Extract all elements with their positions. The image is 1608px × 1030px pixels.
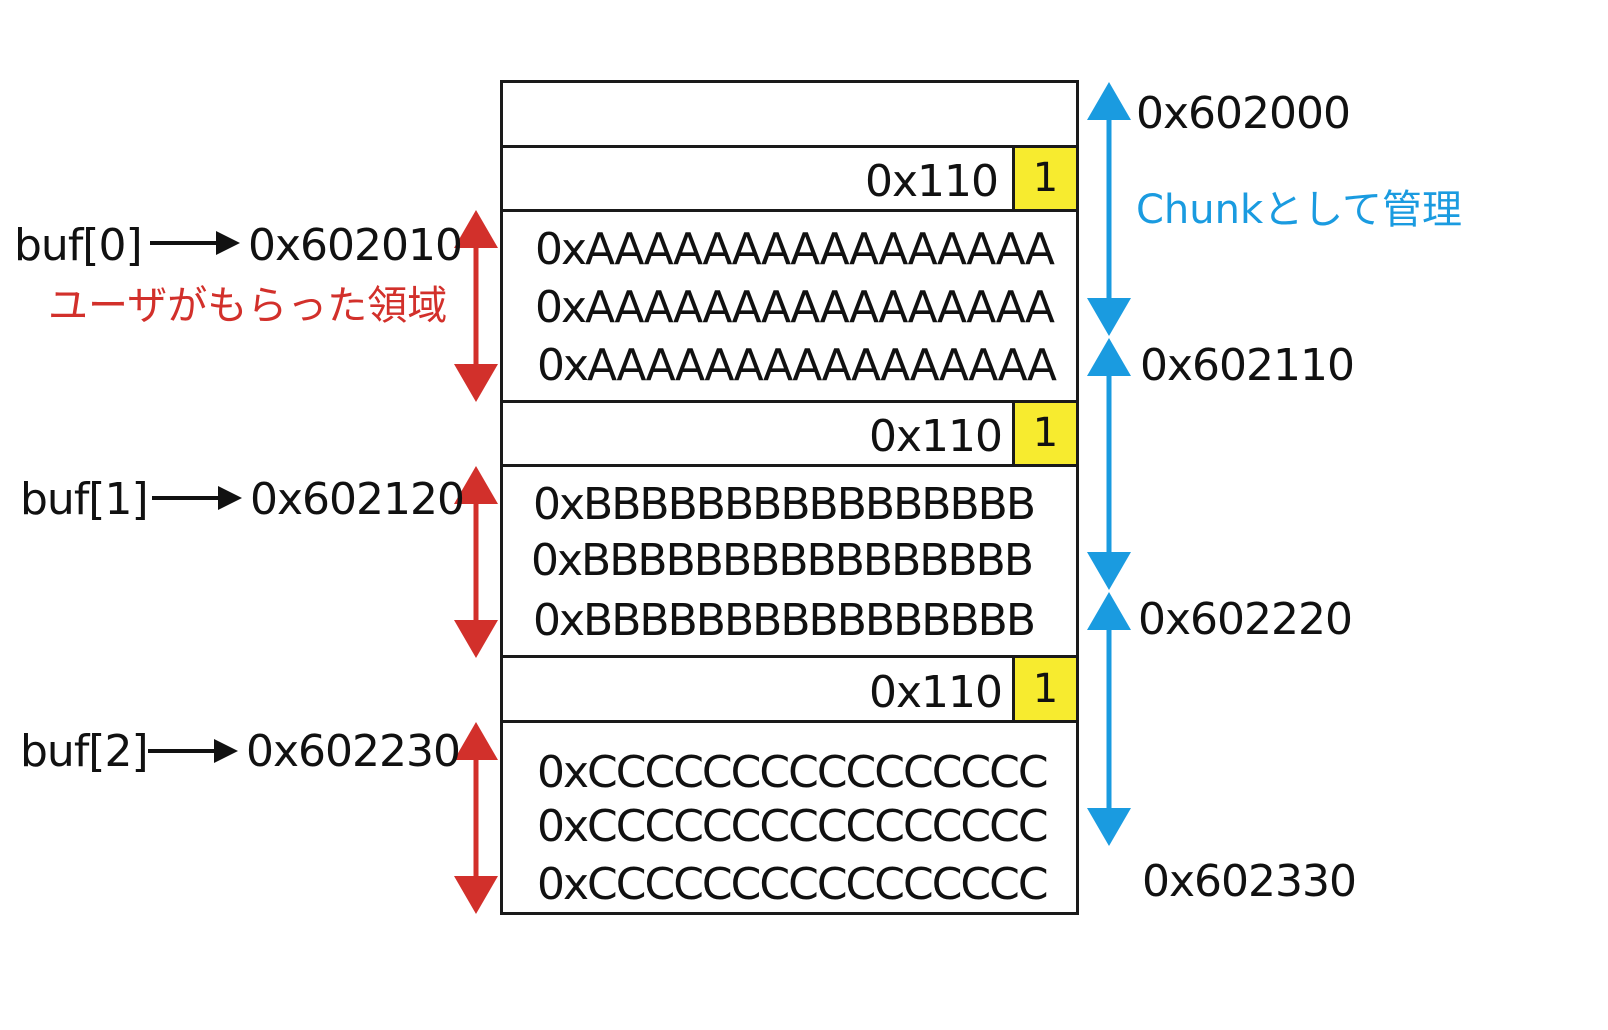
chunk-data-row: 0xAAAAAAAAAAAAAAAA xyxy=(537,340,1057,391)
chunk-data-row: 0xAAAAAAAAAAAAAAAA xyxy=(535,282,1055,333)
user-region-arrow-1 xyxy=(454,466,498,658)
chunk-data-row: 0xBBBBBBBBBBBBBBBB xyxy=(533,595,1036,646)
address-label-chunk3-end: 0x602330 xyxy=(1142,856,1357,907)
pointer-arrow-2 xyxy=(148,739,238,763)
chunk-size-label: 0x110 xyxy=(868,667,1003,718)
user-region-arrow-0 xyxy=(454,210,498,402)
user-region-arrow-2 xyxy=(454,722,498,914)
pointer-arrow-0 xyxy=(150,231,240,255)
chunk-size-label: 0x110 xyxy=(864,156,999,207)
chunk-data-row: 0xCCCCCCCCCCCCCCCC xyxy=(537,801,1049,852)
chunk-size-label: 0x110 xyxy=(868,411,1003,462)
chunk-arrow-2 xyxy=(1087,592,1131,846)
chunk-body-1: 0xBBBBBBBBBBBBBBBB 0xBBBBBBBBBBBBBBBB 0x… xyxy=(500,464,1079,658)
pointer-name: buf[1] xyxy=(20,474,149,525)
chunk-arrow-1 xyxy=(1087,338,1131,590)
pointer-name: buf[2] xyxy=(20,726,149,777)
pointer-name: buf[0] xyxy=(14,220,143,271)
chunk-data-row: 0xAAAAAAAAAAAAAAAA xyxy=(535,224,1055,275)
pointer-address: 0x602120 xyxy=(250,474,465,525)
chunk-body-0: 0xAAAAAAAAAAAAAAAA 0xAAAAAAAAAAAAAAAA 0x… xyxy=(500,209,1079,403)
address-label-chunk2-end: 0x602220 xyxy=(1138,594,1353,645)
chunk-flag: 1 xyxy=(1012,148,1076,209)
heap-top-cell xyxy=(500,80,1079,148)
user-region-label: ユーザがもらった領域 xyxy=(48,283,448,329)
chunk-data-row: 0xBBBBBBBBBBBBBBBB xyxy=(533,479,1036,530)
address-label-chunk1-end: 0x602110 xyxy=(1140,340,1355,391)
chunk-flag: 1 xyxy=(1012,658,1076,720)
chunk-arrow-0 xyxy=(1087,82,1131,336)
chunk-header-1: 0x110 1 xyxy=(500,400,1079,467)
pointer-arrow-1 xyxy=(152,486,242,510)
chunk-data-row: 0xCCCCCCCCCCCCCCCC xyxy=(537,859,1049,910)
chunk-header-2: 0x110 1 xyxy=(500,655,1079,723)
chunk-header-0: 0x110 1 xyxy=(500,145,1079,212)
chunk-managed-label: Chunkとして管理 xyxy=(1136,187,1462,233)
chunk-data-row: 0xCCCCCCCCCCCCCCCC xyxy=(537,747,1049,798)
chunk-data-row: 0xBBBBBBBBBBBBBBBB xyxy=(531,535,1034,586)
pointer-address: 0x602010 xyxy=(248,220,463,271)
pointer-address: 0x602230 xyxy=(246,726,461,777)
chunk-body-2: 0xCCCCCCCCCCCCCCCC 0xCCCCCCCCCCCCCCCC 0x… xyxy=(500,720,1079,915)
chunk-flag: 1 xyxy=(1012,403,1076,464)
address-label-top: 0x602000 xyxy=(1136,88,1351,139)
